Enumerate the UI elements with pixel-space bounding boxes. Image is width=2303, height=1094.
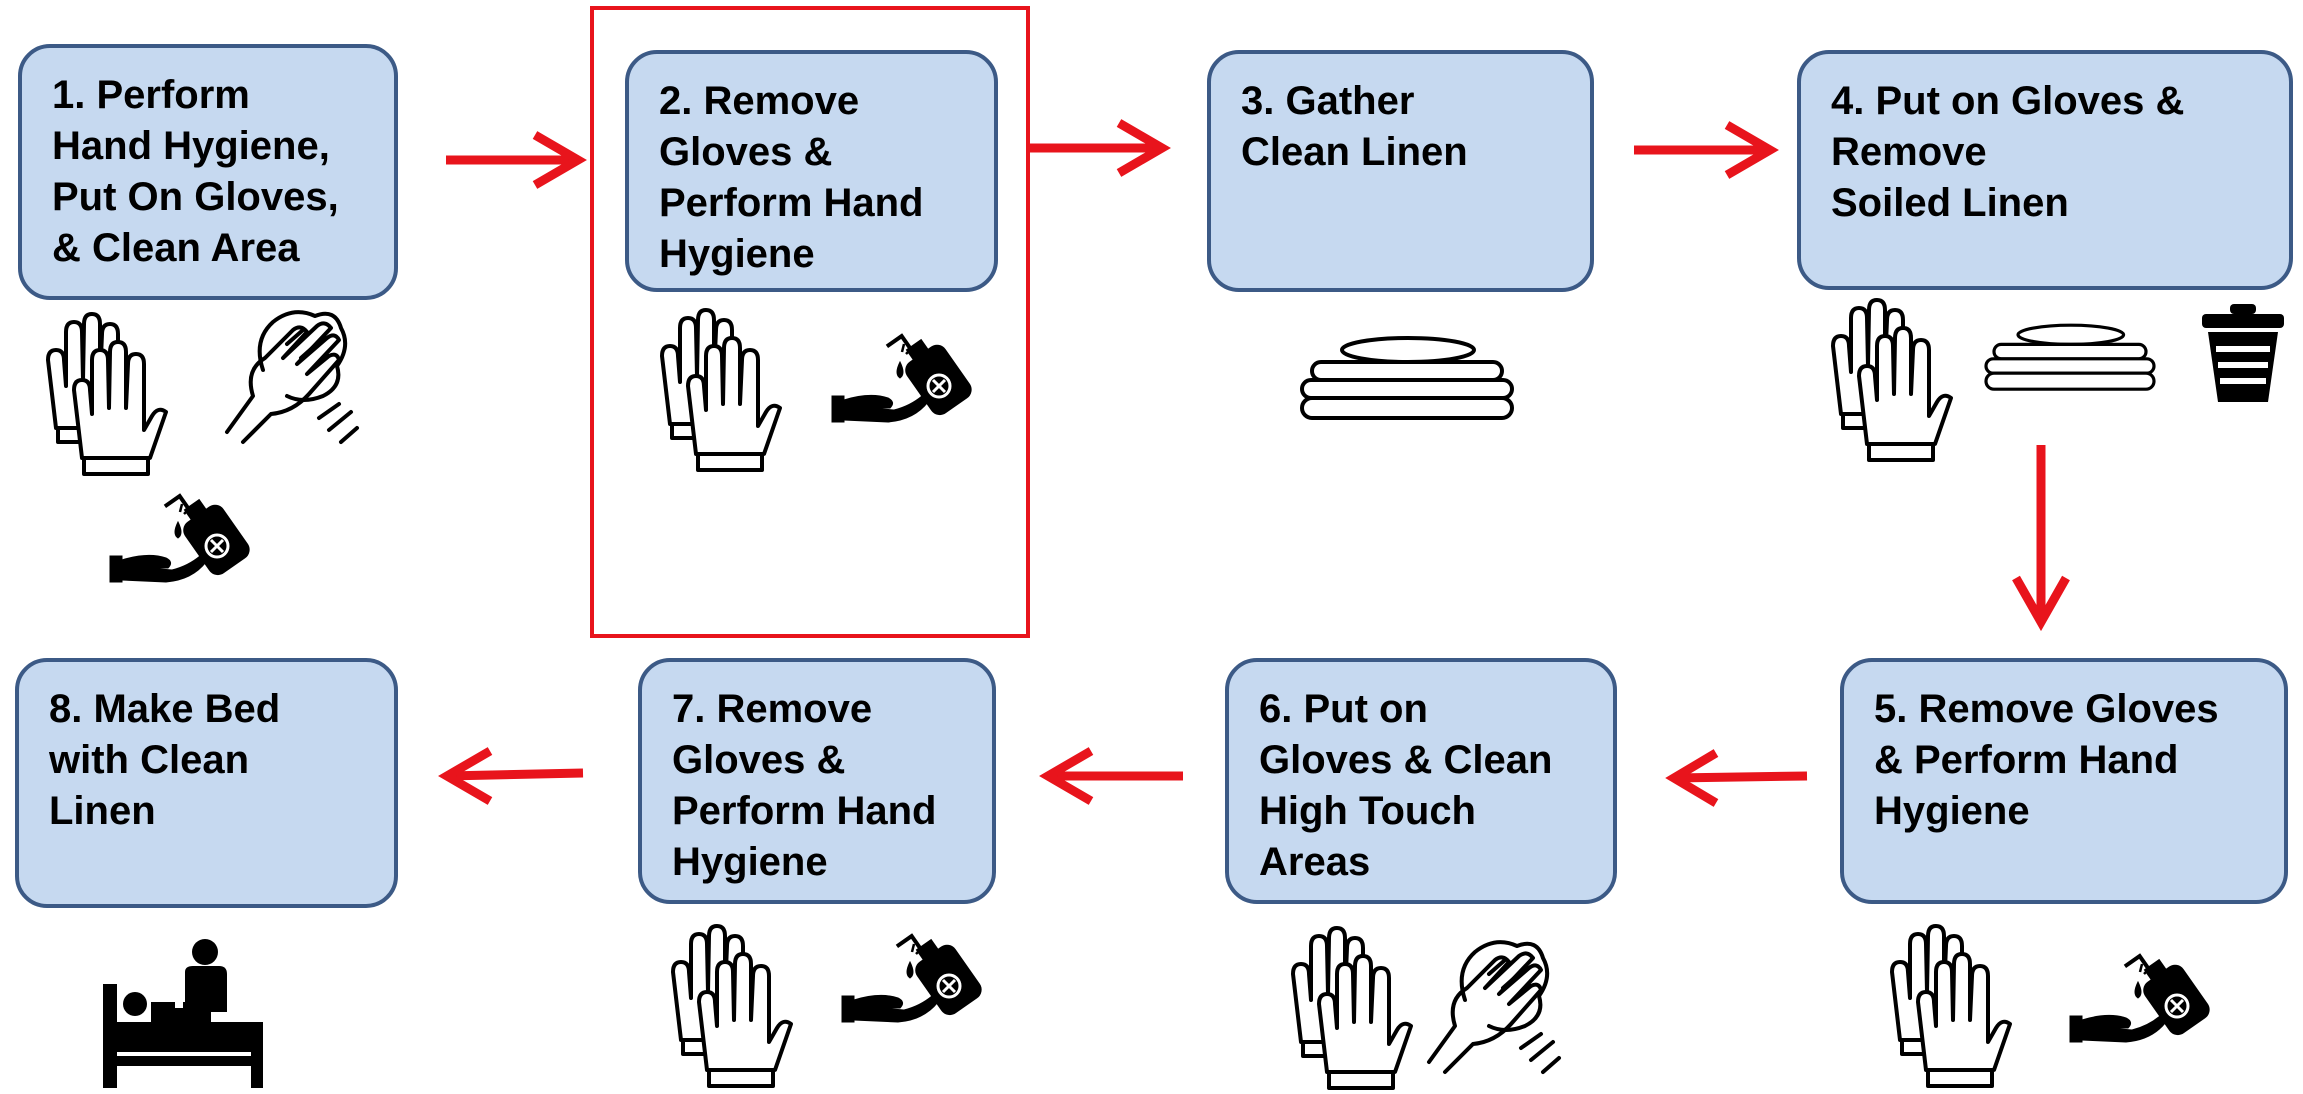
arrow-step7-to-step8 — [438, 747, 584, 805]
gloves-icon — [652, 306, 782, 476]
step-8-label: 8. Make Bed with Clean Linen — [49, 687, 281, 833]
step-1-label: 1. Perform Hand Hygiene, Put On Gloves, … — [52, 73, 339, 270]
arrow-step3-to-step4 — [1634, 121, 1779, 179]
step-6-label: 6. Put on Gloves & Clean High Touch Area… — [1259, 687, 1553, 884]
step-5-box: 5. Remove Gloves & Perform Hand Hygiene — [1840, 658, 2288, 904]
arrow-step1-to-step2 — [446, 131, 587, 189]
folded-linen-icon — [1977, 322, 2163, 394]
hand-sanitizer-icon — [840, 930, 990, 1030]
step-4-box: 4. Put on Gloves & Remove Soiled Linen — [1797, 50, 2293, 290]
arrow-step6-to-step7 — [1039, 747, 1183, 805]
wiping-hand-icon — [223, 300, 363, 450]
step-6-box: 6. Put on Gloves & Clean High Touch Area… — [1225, 658, 1617, 904]
arrow-step5-to-step6 — [1665, 749, 1808, 807]
arrow-step4-to-step5 — [2012, 445, 2070, 632]
step-7-box: 7. Remove Gloves & Perform Hand Hygiene — [638, 658, 996, 904]
hand-sanitizer-icon — [108, 490, 258, 590]
step-2-label: 2. Remove Gloves & Perform Hand Hygiene — [659, 79, 924, 276]
folded-linen-icon — [1298, 334, 1516, 424]
hand-sanitizer-icon — [2068, 950, 2218, 1050]
step-3-box: 3. Gather Clean Linen — [1207, 50, 1594, 292]
step-4-label: 4. Put on Gloves & Remove Soiled Linen — [1831, 79, 2185, 225]
trash-can-icon — [2198, 302, 2288, 404]
wiping-hand-icon — [1425, 930, 1565, 1080]
step-1-box: 1. Perform Hand Hygiene, Put On Gloves, … — [18, 44, 398, 300]
step-2-box: 2. Remove Gloves & Perform Hand Hygiene — [625, 50, 998, 292]
gloves-icon — [1283, 924, 1413, 1094]
step-7-label: 7. Remove Gloves & Perform Hand Hygiene — [672, 687, 937, 884]
gloves-icon — [1882, 922, 2012, 1092]
hand-sanitizer-icon — [830, 330, 980, 430]
step-5-label: 5. Remove Gloves & Perform Hand Hygiene — [1874, 687, 2219, 833]
step-3-label: 3. Gather Clean Linen — [1241, 79, 1468, 174]
gloves-icon — [38, 310, 168, 480]
gloves-icon — [663, 922, 793, 1092]
step-8-box: 8. Make Bed with Clean Linen — [15, 658, 398, 908]
gloves-icon — [1823, 296, 1953, 466]
step-2-highlight-frame — [590, 6, 1030, 638]
bed-with-caregiver-icon — [103, 938, 263, 1088]
arrow-step2-to-step3 — [1030, 119, 1171, 177]
